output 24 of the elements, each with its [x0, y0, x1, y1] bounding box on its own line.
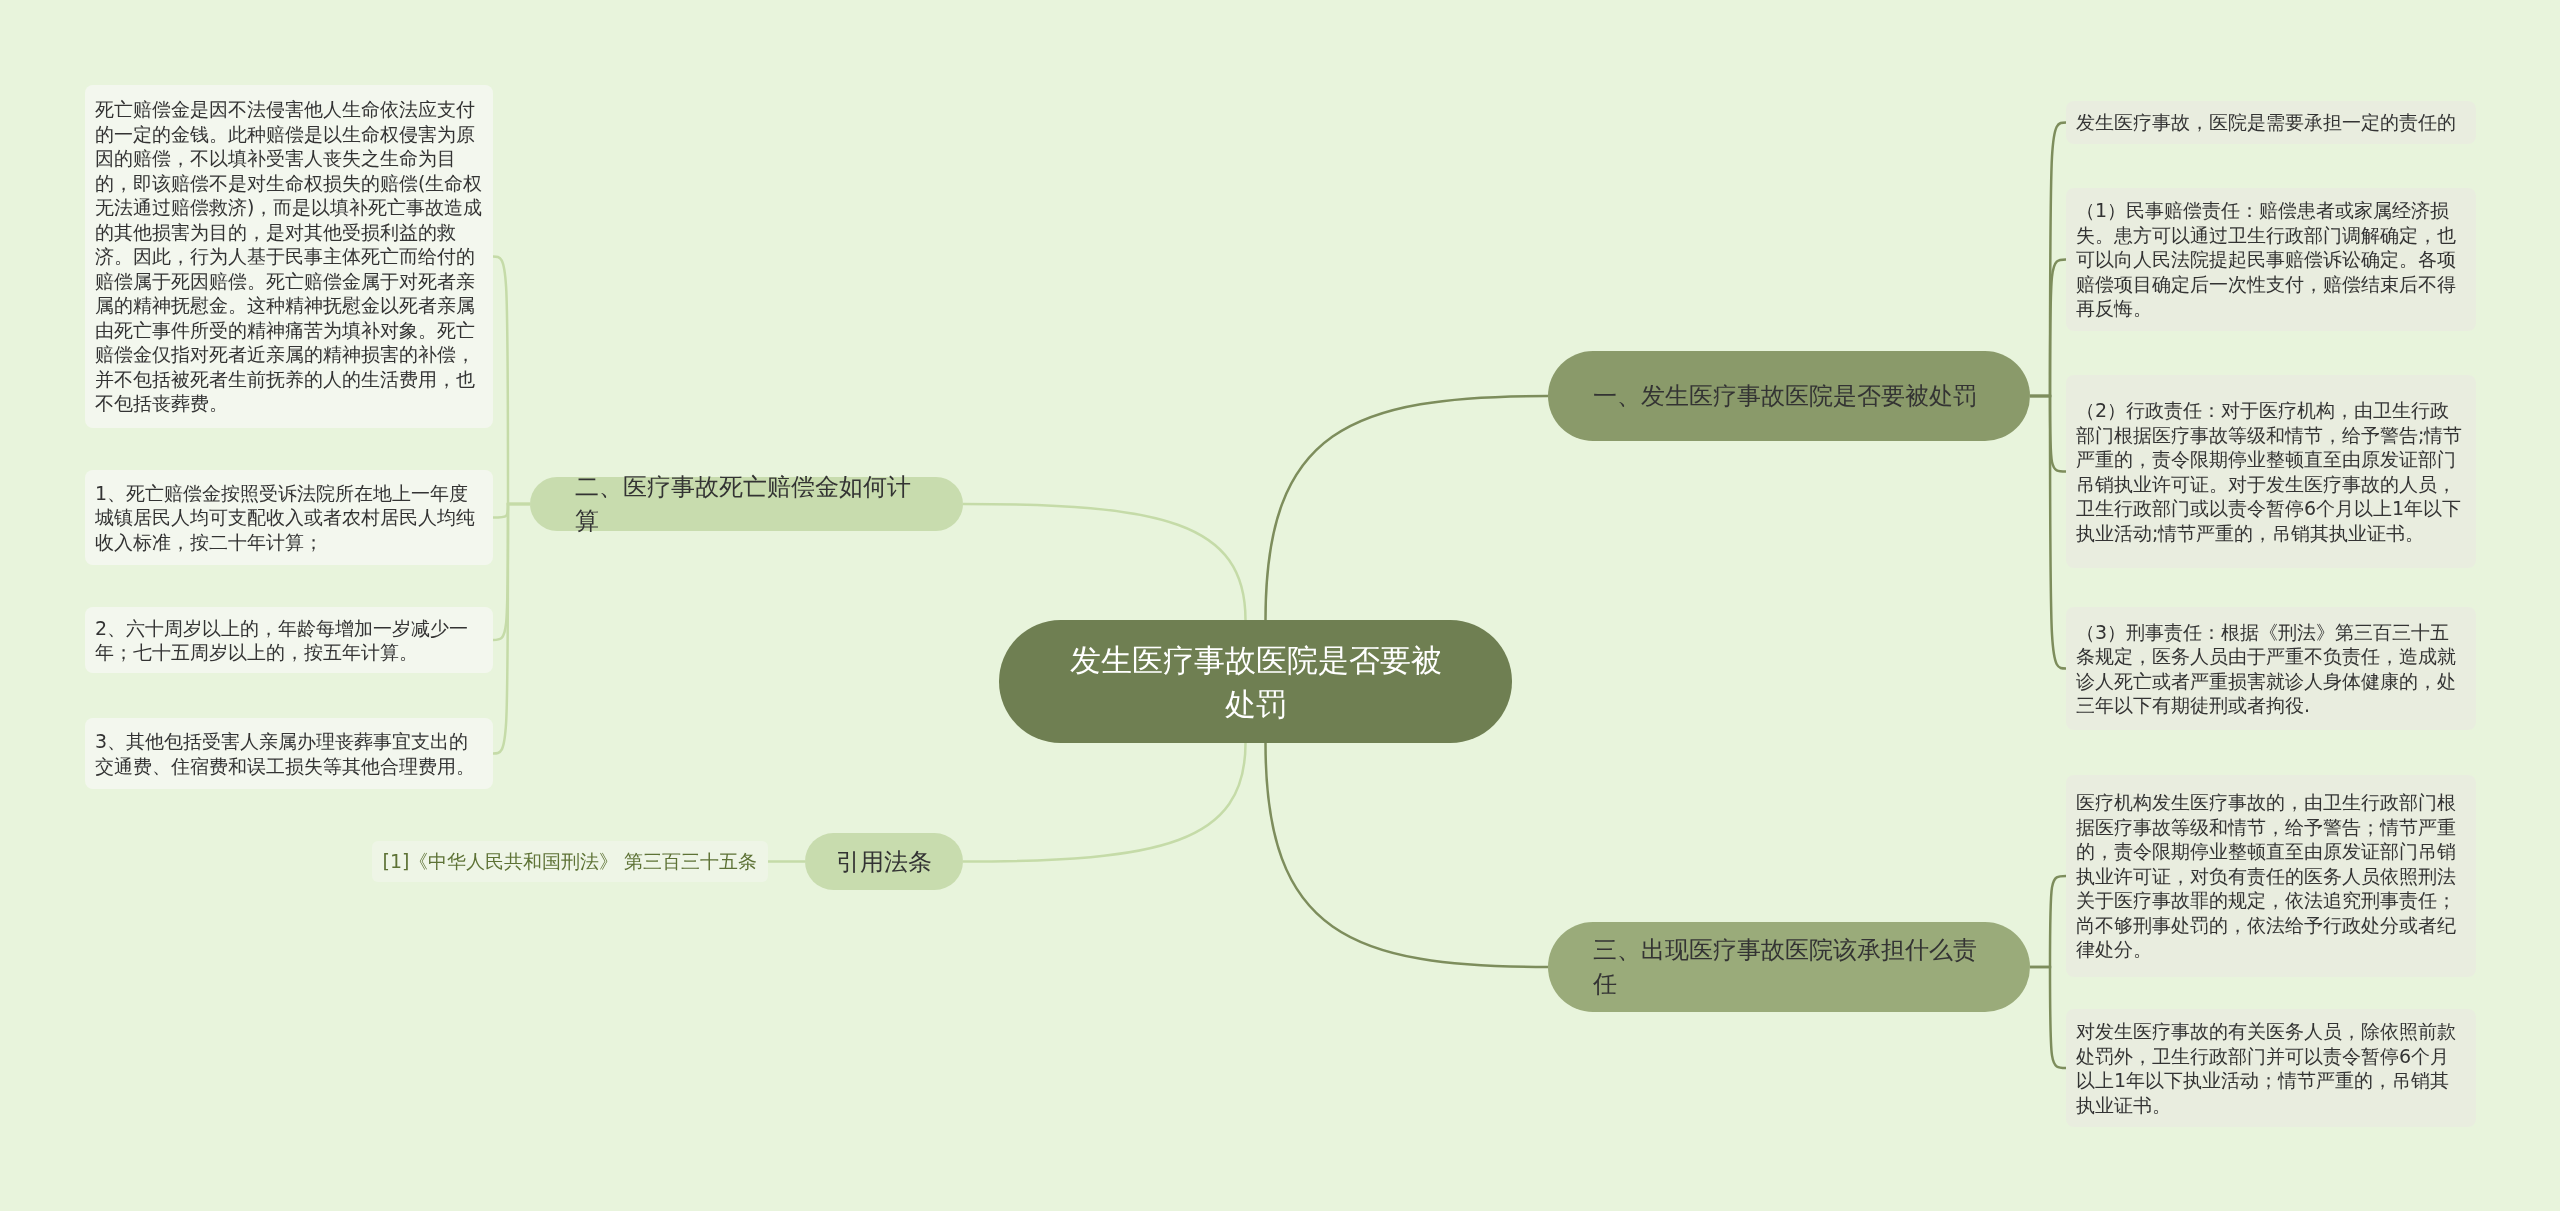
connector-line — [2030, 394, 2067, 670]
connector-line — [1264, 394, 1548, 621]
note-box: （2）行政责任：对于医疗机构，由卫生行政部门根据医疗事故等级和情节，给予警告;情节严重的，责令限期停业整顿直至由原发证部门吊销执业许可证。对于发生医疗事故的人员，卫生行政部门或以责令暂停6个月以上1年以下执业活动;情节严重的，吊销其执业证书。 — [2066, 375, 2476, 568]
note-box: （3）刑事责任：根据《刑法》第三百三十五条规定，医务人员由于严重不负责任，造成就诊人死亡或者严重损害就诊人身体健康的，处三年以下有期徒刑或者拘役. — [2066, 607, 2476, 730]
connector-line — [2030, 965, 2067, 1070]
central-topic: 发生医疗事故医院是否要被处罚 — [999, 620, 1512, 743]
topic-box: 二、医疗事故死亡赔偿金如何计算 — [530, 477, 963, 531]
connector-line — [768, 860, 805, 863]
connector-line — [963, 502, 1247, 621]
note-box: 死亡赔偿金是因不法侵害他人生命依法应支付的一定的金钱。此种赔偿是以生命权侵害为原因的赔偿，不以填补受害人丧失之生命为目的，即该赔偿不是对生命权损失的赔偿(生命权无法通过赔偿救济)，而是以填补死亡事故造成的其他损害为目的，是对其他受损利益的救济。因此，行为人基于民事主体死亡而给付的赔偿属于死因赔偿。死亡赔偿金属于对死者亲属的精神抚慰金。这种精神抚慰金以死者亲属由死亡事件所受的精神痛苦为填补对象。死亡赔偿金仅指对死者近亲属的精神损害的补偿，并不包括被死者生前抚养的人的生活费用，也不包括丧葬费。 — [85, 85, 493, 428]
topic-box: 三、出现医疗事故医院该承担什么责任 — [1548, 922, 2030, 1012]
note-box: 3、其他包括受害人亲属办理丧葬事宜支出的交通费、住宿费和误工损失等其他合理费用。 — [85, 718, 493, 789]
reference-box: [1]《中华人民共和国刑法》 第三百三十五条 — [372, 841, 768, 882]
note-box: 1、死亡赔偿金按照受诉法院所在地上一年度城镇居民人均可支配收入或者农村居民人均纯收入标准，按二十年计算； — [85, 470, 493, 565]
note-box: 医疗机构发生医疗事故的，由卫生行政部门根据医疗事故等级和情节，给予警告；情节严重的，责令限期停业整顿直至由原发证部门吊销执业许可证，对负有责任的医务人员依照刑法关于医疗事故罪的规定，依法追究刑事责任；尚不够刑事处罚的，依法给予行政处分或者纪律处分。 — [2066, 775, 2476, 977]
note-box: 对发生医疗事故的有关医务人员，除依照前款处罚外，卫生行政部门并可以责令暂停6个月以上1年以下执业活动；情节严重的，吊销其执业证书。 — [2066, 1009, 2476, 1127]
note-box: （1）民事赔偿责任：赔偿患者或家属经济损失。患方可以通过卫生行政部门调解确定，也可以向人民法院提起民事赔偿诉讼确定。各项赔偿项目确定后一次性支付，赔偿结束后不得再反悔。 — [2066, 188, 2476, 331]
note-box: 发生医疗事故，医院是需要承担一定的责任的 — [2066, 101, 2476, 144]
connector-line — [1264, 742, 1548, 969]
note-box: 2、六十周岁以上的，年龄每增加一岁减少一年；七十五周岁以上的，按五年计算。 — [85, 607, 493, 673]
topic-box: 引用法条 — [805, 833, 963, 890]
topic-box: 一、发生医疗事故医院是否要被处罚 — [1548, 351, 2030, 441]
connector-line — [492, 502, 530, 755]
connector-line — [963, 742, 1247, 863]
